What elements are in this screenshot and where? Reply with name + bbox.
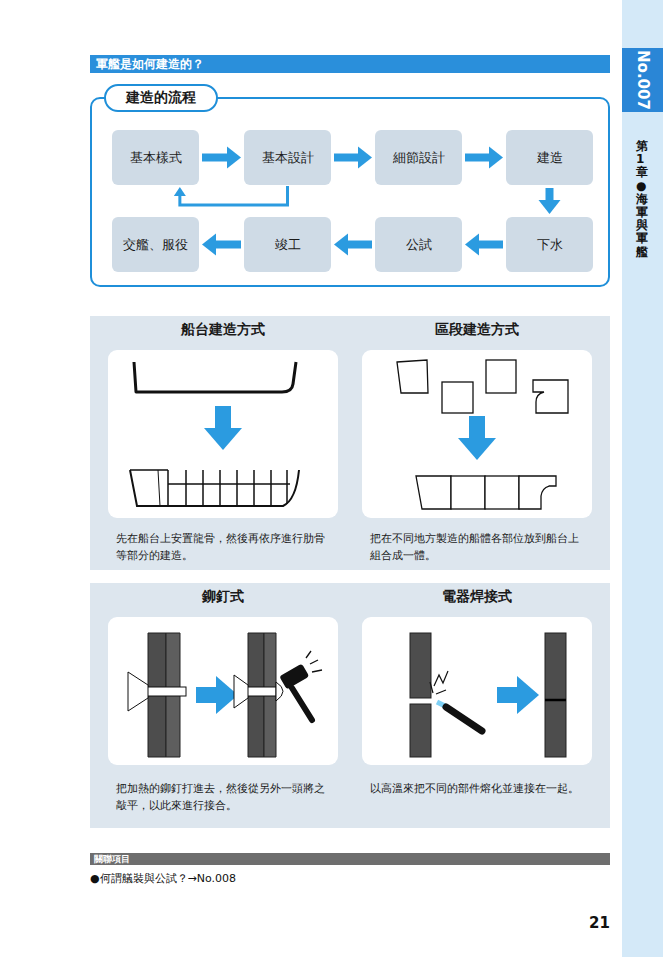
panel-heading: 建造的流程: [104, 84, 218, 112]
card-heading: 區段建造方式: [362, 321, 592, 339]
arrow-shaft: [202, 154, 227, 162]
arrow-shaft: [546, 188, 554, 200]
card-ground: [108, 617, 338, 765]
arrowhead: [334, 234, 348, 256]
card-ground: [362, 617, 592, 765]
arrow-shaft: [465, 154, 489, 162]
method-card: 鉚釘式把加熱的鉚釘打進去，然後從另外一頭將之敲平，以此來進行接合。: [108, 617, 338, 765]
related-item: ●何謂艤裝與公試？→No.008: [90, 871, 236, 886]
card-heading: 電器焊接式: [362, 588, 592, 606]
process-box: 下水: [506, 217, 593, 272]
chapter-number-box: [622, 48, 663, 112]
process-box: 公試: [375, 217, 462, 272]
down-arrow: [458, 416, 496, 460]
step-label: 下水: [537, 236, 563, 254]
welding-before: [410, 633, 482, 757]
process-box: 基本樣式: [112, 130, 199, 185]
related-bar: [90, 853, 610, 865]
arrowhead: [465, 234, 479, 256]
step-label: 基本設計: [262, 149, 314, 167]
welding-after: [545, 633, 566, 757]
flow-arrow: [465, 234, 503, 256]
title-bar: [90, 55, 610, 73]
card-heading: 船台建造方式: [108, 321, 338, 339]
flow-arrow: [465, 147, 503, 169]
riveting-after: [234, 633, 322, 757]
flow-arrow: [539, 188, 561, 214]
related-heading: 關聯項目: [94, 853, 130, 865]
right-arrow: [497, 676, 539, 714]
sidebar: [622, 0, 663, 957]
card-description: 以高溫來把不同的部件熔化並連接在一起。: [370, 780, 588, 797]
flow-arrow: [202, 147, 241, 169]
arrowhead: [227, 147, 241, 169]
flow-arrow: [334, 234, 372, 256]
grey-band: [90, 583, 610, 828]
process-box: 細節設計: [375, 130, 462, 185]
arrow-shaft: [479, 241, 503, 249]
process-box: 基本設計: [244, 130, 331, 185]
arrowhead: [489, 147, 503, 169]
chapter-heading: 第1章●海軍與軍艦: [636, 140, 648, 259]
right-arrow: [196, 676, 238, 714]
step-label: 公試: [406, 236, 432, 254]
grey-band: [90, 316, 610, 570]
method-card: 船台建造方式先在船台上安置龍骨，然後再依序進行肋骨等部分的建造。: [108, 350, 338, 518]
arrowhead: [202, 234, 216, 256]
arrowhead: [539, 200, 561, 214]
section-number-text: No.007: [634, 50, 652, 110]
method-card: 電器焊接式以高溫來把不同的部件熔化並連接在一起。: [362, 617, 592, 765]
section-number-box: No.007: [622, 48, 663, 112]
method-card: 區段建造方式把在不同地方製造的船體各部位放到船台上組合成一體。: [362, 350, 592, 518]
step-label: 基本樣式: [130, 149, 182, 167]
flow-arrow: [202, 234, 241, 256]
separate-blocks-illustration: [397, 360, 568, 413]
arrowhead: [358, 147, 372, 169]
page-title: 軍艦是如何建造的？: [96, 56, 204, 72]
riveting-before: [128, 633, 186, 757]
card-description: 把在不同地方製造的船體各部位放到船台上組合成一體。: [370, 530, 588, 564]
process-box: 建造: [506, 130, 593, 185]
arrowhead: [174, 187, 186, 196]
arrow-shaft: [216, 241, 241, 249]
ribbed-hull-illustration: [130, 470, 299, 506]
step-label: 細節設計: [393, 149, 445, 167]
card-ground: [362, 350, 592, 518]
down-arrow: [204, 406, 242, 450]
arrow-shaft: [180, 186, 288, 205]
page-number: 21: [589, 914, 610, 932]
card-description: 先在船台上安置龍骨，然後再依序進行肋骨等部分的建造。: [116, 530, 334, 564]
card-heading: 鉚釘式: [108, 588, 338, 606]
step-label: 建造: [537, 149, 563, 167]
flow-panel: 建造的流程基本樣式基本設計細節設計建造下水公試竣工交艦、服役: [90, 97, 610, 287]
keel-illustration: [134, 362, 296, 392]
joined-blocks-illustration: [416, 476, 556, 509]
flow-arrow: [334, 147, 372, 169]
process-box: 交艦、服役: [112, 217, 199, 272]
card-description: 把加熱的鉚釘打進去，然後從另外一頭將之敲平，以此來進行接合。: [116, 780, 334, 814]
flow-arrow: [174, 186, 288, 205]
card-ground: [108, 350, 338, 518]
step-label: 竣工: [275, 236, 301, 254]
arrow-shaft: [334, 154, 358, 162]
process-box: 竣工: [244, 217, 331, 272]
arrow-shaft: [348, 241, 372, 249]
step-label: 交艦、服役: [123, 236, 188, 254]
